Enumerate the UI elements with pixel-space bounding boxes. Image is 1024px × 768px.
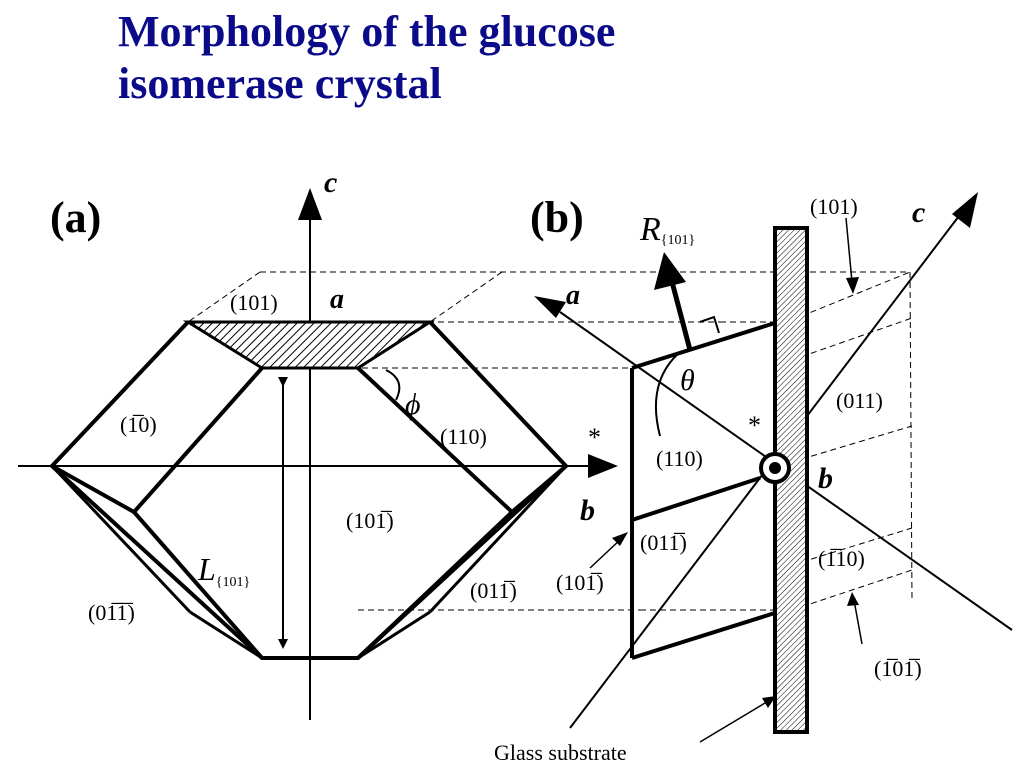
axis-c-arrow-icon — [298, 188, 322, 220]
pointer-101-head-icon — [846, 277, 859, 294]
face-label-1bar10: (1̅0) — [120, 412, 157, 437]
title-line-1: Morphology of the glucose — [118, 7, 616, 56]
axis-c-label-a: c — [324, 166, 337, 199]
axis-b-label-b: b — [818, 462, 833, 495]
panel-a: (a) c a * b (101) (1̅0) (110) (101̅) (01… — [18, 166, 910, 720]
face-label-110: (110) — [440, 424, 487, 449]
length-label-sub: {101} — [216, 575, 250, 590]
axis-a-label-a: a — [330, 284, 344, 315]
angle-arc-theta — [654, 351, 681, 437]
slide-title: Morphology of the glucose isomerase crys… — [118, 6, 918, 110]
face-label-1bar10-b: (1̅10) — [818, 546, 865, 571]
crystal-outline-a — [50, 320, 568, 660]
panel-b-label: (b) — [530, 193, 584, 242]
panel-b-dashed-lines — [640, 271, 913, 611]
pointer-substrate-head-icon — [762, 696, 776, 708]
face-label-101-b: (101) — [810, 194, 858, 219]
axis-b-star-a: * — [588, 423, 601, 452]
axis-b-label-a: b — [580, 494, 595, 527]
axis-c-arrow-icon-b — [952, 192, 978, 228]
crystal-lower-facets-a — [50, 464, 568, 660]
face-label-110-b: (110) — [656, 446, 703, 471]
panel-b: (b) R{101} (101) c a θ (011) * (110) b (… — [494, 192, 1013, 765]
glass-substrate-label: Glass substrate — [494, 740, 627, 765]
angle-label-phi: ϕ — [405, 388, 421, 421]
face-label-011bar: (011̅) — [470, 578, 517, 603]
face-label-1bar01bar-b: (1̅01̅) — [874, 656, 922, 681]
face-label-011bar-b: (011̅) — [640, 530, 687, 555]
growth-rate-label: R{101} — [639, 211, 695, 248]
pointer-arrows — [589, 217, 863, 743]
axis-b-arrow-icon — [588, 454, 618, 478]
pointer-1bar01bar-head-icon — [847, 592, 859, 606]
axis-b-dot-icon — [769, 462, 781, 474]
growth-rate-label-main: R — [639, 211, 661, 248]
axis-c-label-b: c — [912, 196, 925, 229]
right-angle-mark — [699, 315, 720, 334]
panel-a-axes — [18, 215, 595, 720]
angle-arc-phi — [385, 369, 401, 401]
face-label-01bar1bar: (01̅1̅) — [88, 600, 135, 625]
face-label-101bar: (101̅) — [346, 508, 394, 533]
face-101-hatched — [182, 320, 436, 370]
face-label-101bar-b: (101̅) — [556, 570, 604, 595]
face-label-011-b: (011) — [836, 388, 883, 413]
panel-a-label: (a) — [50, 193, 101, 242]
crystal-outline-b — [630, 320, 779, 660]
pointer-101bar-head-icon — [612, 532, 628, 546]
length-label-main: L — [197, 551, 216, 587]
center-star-b: * — [748, 411, 761, 440]
length-label: L{101} — [197, 551, 250, 590]
title-line-2: isomerase crystal — [118, 59, 442, 108]
axis-a-arrow-icon-b — [534, 296, 566, 318]
growth-rate-arrow-head-icon — [654, 252, 686, 290]
growth-rate-label-sub: {101} — [661, 233, 695, 248]
face-label-101-top: (101) — [230, 290, 278, 315]
angle-label-theta: θ — [680, 364, 695, 397]
growth-rate-arrow — [668, 277, 693, 351]
axis-a-label-b: a — [566, 280, 580, 311]
